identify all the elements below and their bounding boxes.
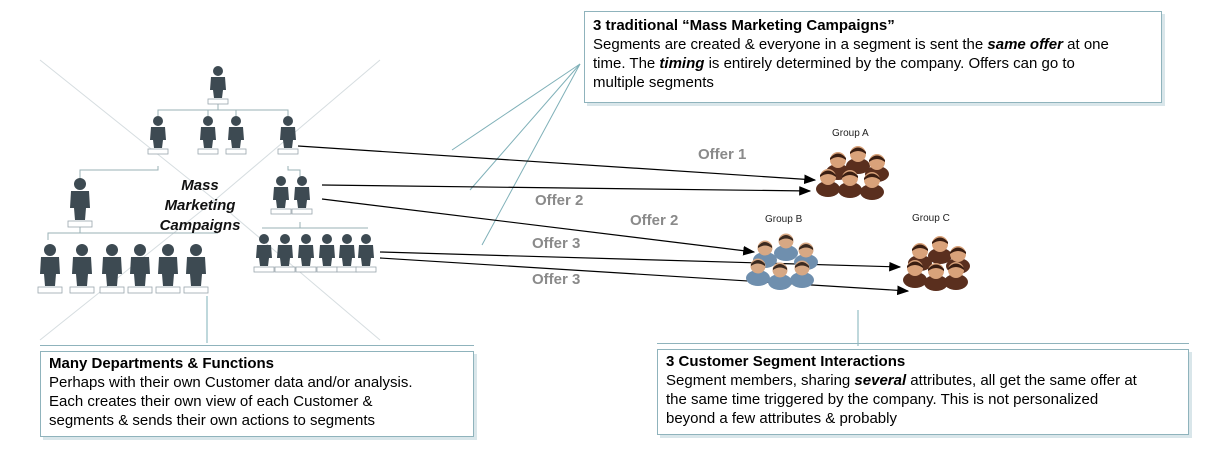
offer-3a-label: Offer 3 [532,235,581,252]
callout-line: multiple segments [593,74,714,91]
callout-line: Segment members, sharing several attribu… [666,371,1180,390]
callout-top-rule [657,343,1189,344]
person-icon [183,243,209,294]
group-a-cluster [816,146,889,200]
org-chart-label-line: Campaigns [159,217,241,234]
person-icon [253,233,275,273]
person-icon [67,177,93,228]
offer-1-label: Offer 1 [698,146,747,163]
mass-campaigns-callout: 3 traditional “Mass Marketing Campaigns”… [584,11,1162,103]
group-b-cluster [746,233,818,290]
callout-emphasis: timing [659,55,705,72]
offer-3b-label: Offer 3 [532,271,581,288]
person-icon [291,175,313,215]
offer-3b-arrow [379,257,910,296]
callout-emphasis: several [854,372,907,389]
callout-line: time. The timing is entirely determined … [593,54,1153,73]
group-c-cluster [903,236,970,291]
callout-text: time. The [593,55,660,72]
callout-top-rule [40,345,474,346]
group-c-label: Group C [912,213,950,224]
callout-text: Segment members, sharing [666,372,855,389]
org-chart-label-line: Mass [181,177,219,194]
person-icon [207,65,229,105]
person-icon [270,175,292,215]
callout-line: the same time triggered by the company. … [666,391,1099,408]
callout-title: 3 traditional “Mass Marketing Campaigns” [593,17,895,34]
callout-text: is entirely determined by the company. O… [704,55,1075,72]
person-icon [99,243,125,294]
callout-text: Segments are created & everyone in a seg… [593,36,988,53]
offer-arrows [297,145,910,296]
callout-line: beyond a few attributes & probably [666,410,897,427]
departments-callout: Many Departments & Functions Perhaps wit… [40,345,474,437]
group-b-label: Group B [765,214,803,225]
callout-text: at one [1062,36,1109,53]
person-icon [225,115,247,155]
org-chart-label-line: Marketing [164,197,236,214]
person-icon [69,243,95,294]
org-chart-label: Mass Marketing Campaigns [140,176,260,236]
callout-emphasis: same offer [987,36,1063,53]
callout-text: attributes, all get the same offer at [906,372,1137,389]
callout-line: Each creates their own view of each Cust… [49,393,373,410]
person-icon [316,233,338,273]
callout-title: Many Departments & Functions [49,355,275,372]
offer-2b-label: Offer 2 [630,212,679,229]
person-icon [37,243,63,294]
group-a-label: Group A [832,128,869,139]
person-icon [127,243,153,294]
person-icon [274,233,296,273]
segment-interactions-callout: 3 Customer Segment Interactions Segment … [657,343,1189,435]
callout-title: 3 Customer Segment Interactions [666,353,906,370]
offer-3a-arrow [379,251,902,272]
offer-2a-arrow [321,184,812,196]
person-icon [277,115,299,155]
person-icon [197,115,219,155]
person-icon [355,233,377,273]
callout-line: Segments are created & everyone in a seg… [593,35,1153,54]
offer-2b-arrow [321,198,756,256]
person-icon [336,233,358,273]
person-icon [155,243,181,294]
offer-2a-label: Offer 2 [535,192,584,209]
callout-line: segments & sends their own actions to se… [49,412,376,429]
callout-line: Perhaps with their own Customer data and… [49,374,413,391]
person-icon [295,233,317,273]
org-chart-connectors [47,102,368,240]
callout-leaders [206,63,859,346]
offer-1-arrow [297,145,817,185]
